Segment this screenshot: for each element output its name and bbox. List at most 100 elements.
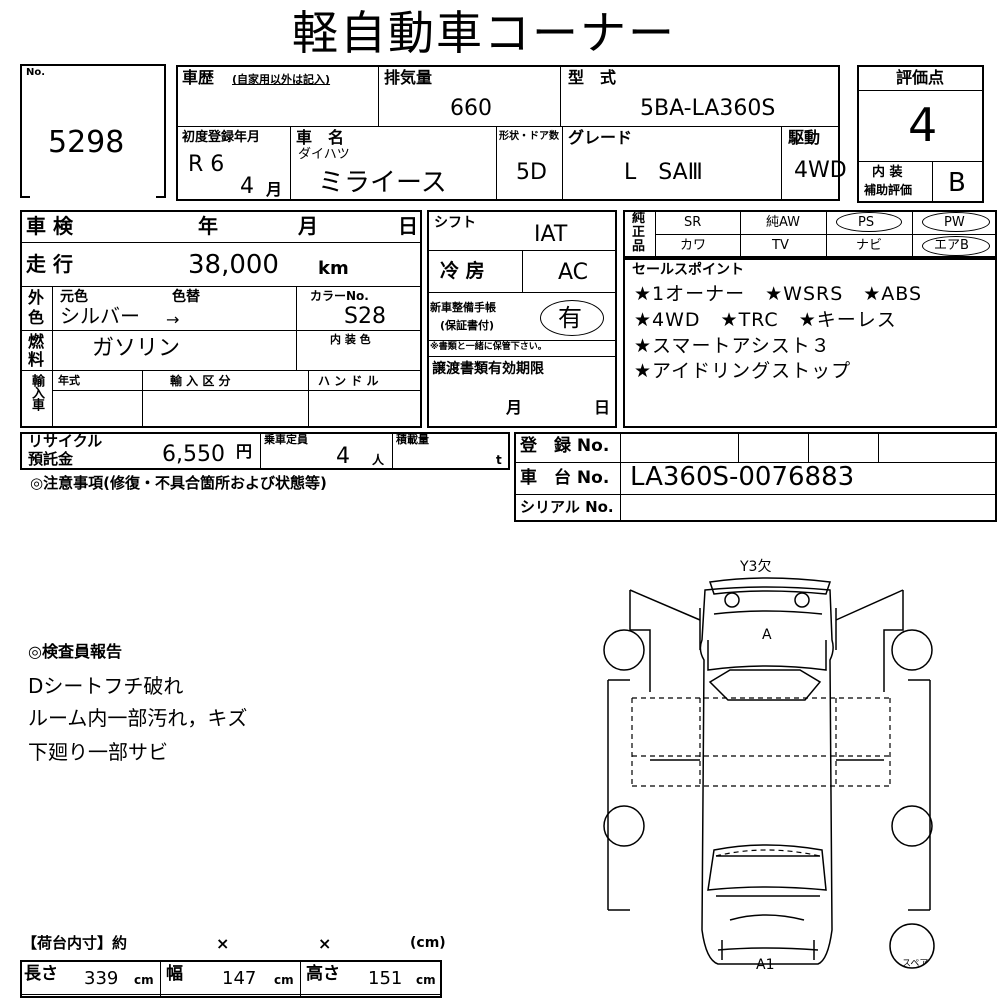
interior-rating-label-1: 内 装 [872,165,903,180]
wheel-spare [889,923,935,969]
color-change-label: 色替 [172,289,200,305]
recycle-label-2: 預託金 [28,450,74,468]
rear-bumper [709,577,832,595]
transfer-label: 譲渡書類有効期限 [432,361,544,377]
car-diagram [603,577,935,969]
history-note: (自家用以外は記入) [232,73,331,86]
shift-value: IAT [534,222,568,247]
chassis-label: 車 台 No. [520,468,610,488]
cargo-x1: × [216,934,230,953]
cargo-label: 【荷台内寸】約 [22,934,128,952]
color-code-value: S28 [344,304,386,329]
cargo-width-label: 幅 [166,964,183,984]
equip-airbag: エアB [934,238,969,253]
doors-value: 5D [516,160,547,185]
rating-value: 4 [908,98,938,152]
cargo-unit: (cm) [410,935,446,951]
capacity-label: 乗車定員 [264,433,308,446]
interior-rating-label-2: 補助評価 [864,183,913,197]
sales-label: セールスポイント [632,262,744,278]
wheel-front-right [891,805,933,847]
import-class-label: 輸 入 区 分 [170,374,231,388]
equip-pw: PW [944,215,965,230]
warranty-label-1: 新車整備手帳 [430,301,496,314]
lot-number: 5298 [48,125,125,160]
diagram-spare-label: スペア [902,959,929,969]
mileage-value: 38,000 [188,250,279,280]
load-label: 積載量 [396,433,429,446]
model-type-value: 5BA-LA360S [640,96,776,121]
first-reg-era: R 6 [188,152,225,177]
fuel-value: ガソリン [92,336,181,361]
history-label: 車歴 [182,68,215,87]
registration-grid [514,432,997,522]
first-reg-label: 初度登録年月 [182,130,261,145]
inspection-day: 日 [398,214,418,238]
wheel-front-left [603,805,645,847]
registration-label: 登 録 No. [520,436,610,456]
sales-line-1: ★1オーナー ★WSRS ★ABS [634,283,923,305]
rating-label: 評価点 [896,68,945,87]
transfer-day: 日 [594,398,611,417]
sales-line-4: ★アイドリングストップ [634,360,852,382]
cargo-width-unit: cm [274,973,294,987]
import-handle-label: ハ ン ド ル [318,374,379,388]
page-title: 軽自動車コーナー [292,6,676,60]
color-code-label: カラーNo. [310,289,369,303]
rating-box [857,65,984,203]
equip-tv: TV [772,238,789,253]
center-grid [427,210,617,428]
equipment-side-2: 正 [632,225,646,240]
details-grid [20,210,422,428]
equipment-side-1: 純 [632,211,646,226]
body-outline [699,586,834,965]
import-side: 輸入車 [29,374,44,410]
cargo-length-label: 長さ [24,964,58,984]
recycle-label-1: リサイクル [28,432,103,450]
fuel-side-2: 料 [28,350,45,369]
sales-line-3: ★スマートアシスト３ [634,335,831,357]
color-orig-label: 元色 [60,289,88,305]
equip-ps: PS [858,215,875,230]
grade-value: L SAⅢ [624,160,703,185]
warranty-value: 有 [558,304,582,332]
inspector-line-1: Dシートフチ破れ [28,674,184,698]
lot-box [20,64,166,198]
wheel-rear-right [891,629,933,671]
cargo-height-value: 151 [368,968,403,989]
vehicle-info-grid [176,65,840,201]
equip-navi: ナビ [856,238,883,253]
warranty-oval [540,300,604,336]
mileage-label: 走 行 [26,252,73,276]
diagram-a-label: A [762,627,772,643]
inspector-line-3: 下廻り一部サビ [28,740,168,764]
cargo-length-value: 339 [84,968,119,989]
diagram-top-label: Y3欠 [740,559,772,575]
cargo-height-label: 高さ [306,964,340,984]
load-unit: t [496,453,502,467]
cargo-x2: × [318,934,332,953]
capacity-value: 4 [336,444,350,469]
displacement-value: 660 [450,96,492,121]
shift-label: シフト [434,215,476,231]
serial-label: シリアル No. [520,498,614,516]
diagram-a1-label: A1 [756,957,775,973]
equip-aw: 純AW [766,215,801,230]
caution-label: ◎注意事項(修復・不具合箇所および状態等) [30,474,327,492]
drive-label: 駆動 [788,128,821,147]
lot-label: No. [26,67,46,78]
inspection-label: 車 検 [26,214,73,238]
warranty-note: ※書類と一緒に保管下さい。 [430,342,547,352]
color-arrow: → [166,310,180,329]
mileage-unit: km [318,258,349,279]
equip-sr: SR [684,215,702,230]
drive-value: 4WD [794,158,847,183]
cargo-width-value: 147 [222,968,257,989]
recycle-value: 6,550 [162,442,225,467]
displacement-label: 排気量 [384,68,433,87]
color-side-2: 色 [28,308,45,327]
cargo-height-unit: cm [416,973,436,987]
aircon-label: 冷 房 [440,260,485,282]
import-year-label: 年式 [58,374,80,387]
inspection-month: 月 [298,214,318,238]
